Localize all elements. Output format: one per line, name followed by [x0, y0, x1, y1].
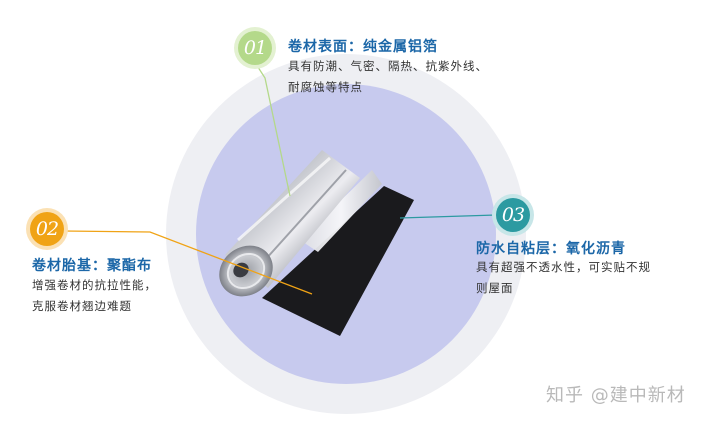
callout-2-badge: 02: [30, 212, 64, 246]
foil-flap: [300, 170, 382, 252]
callout-2-title: 卷材胎基：聚酯布: [32, 258, 152, 274]
callout-1-description: 具有防潮、气密、隔热、抗紫外线、 耐腐蚀等特点: [288, 59, 488, 94]
bitumen-layer: [262, 186, 414, 336]
roll-core: [233, 262, 249, 278]
leader-line-3: [399, 214, 497, 219]
leader-line-2: [63, 230, 313, 295]
callout-3-title: 防水自粘层：氧化沥青: [476, 241, 626, 257]
leader-line-1: [255, 63, 291, 197]
callout-3-badge: 03: [496, 198, 530, 232]
callout-1-title: 卷材表面：纯金属铝箔: [288, 39, 438, 55]
callout-1-badge: 01: [238, 31, 272, 65]
watermark: 知乎 @建中新材: [546, 385, 686, 406]
callout-2-description: 增强卷材的抗拉性能， 克服卷材翘边难题: [32, 278, 157, 313]
callout-3-description: 具有超强不透水性，可实贴不规 则屋面: [476, 260, 651, 295]
